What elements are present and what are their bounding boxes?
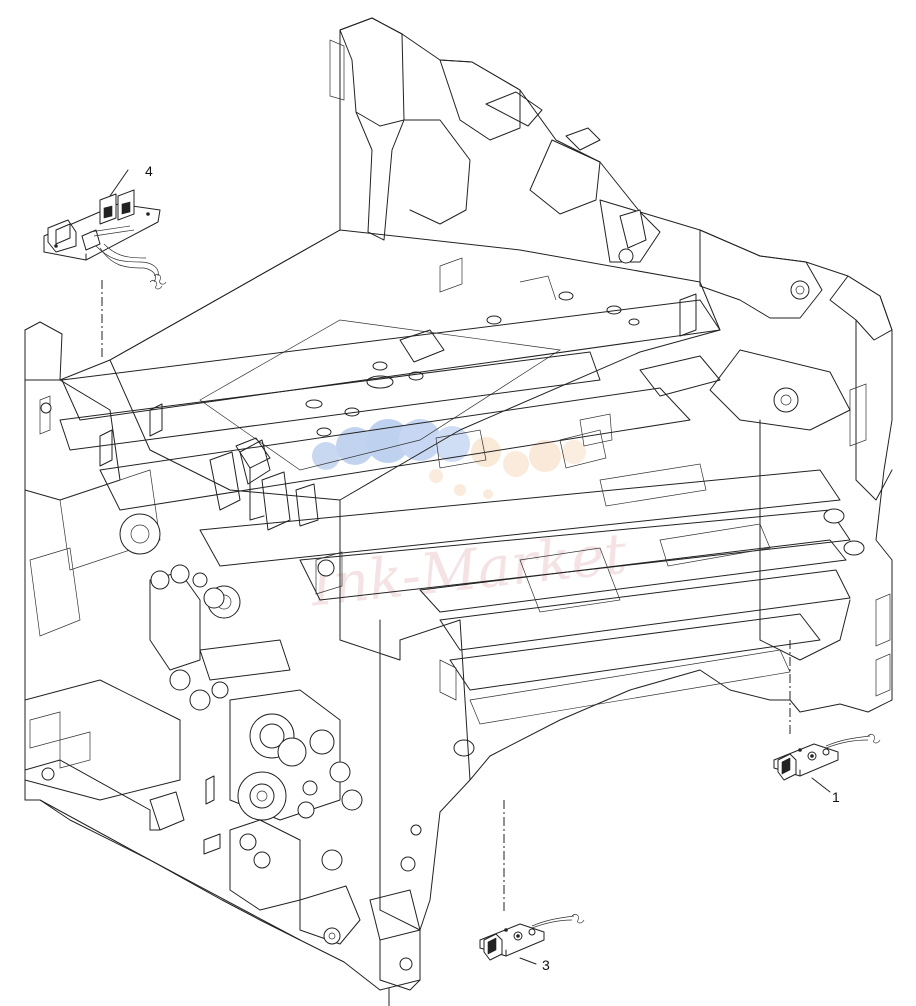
printer-frame (24, 17, 893, 991)
part-4-leader-line (109, 169, 129, 197)
part-4-sensor-board (43, 189, 167, 290)
callout-4: 4 (145, 163, 153, 179)
part-1-leader-line (811, 777, 831, 793)
part-3-leader-line (519, 957, 537, 965)
callout-1: 1 (832, 789, 840, 805)
part-3-sensor-board (479, 914, 585, 961)
callout-3: 3 (542, 957, 550, 973)
watermark-logo: Ink-Market (307, 419, 630, 619)
part-1-sensor-board (773, 734, 881, 781)
